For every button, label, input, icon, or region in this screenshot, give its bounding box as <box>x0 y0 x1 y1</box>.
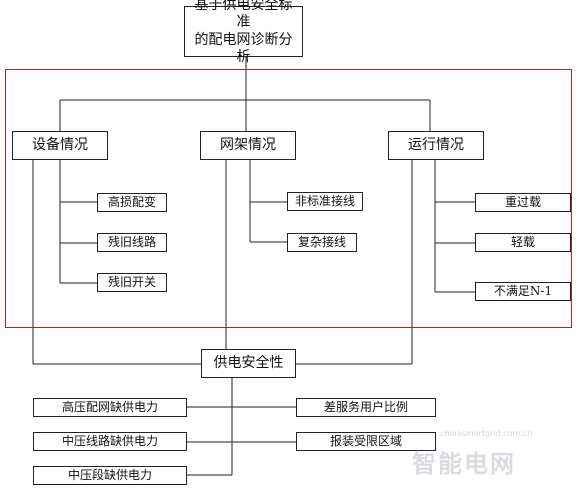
category-grid: 网架情况 <box>200 131 296 160</box>
security-right-item: 报装受限区域 <box>296 432 436 451</box>
watermark-logo: 智能电网 <box>412 450 516 478</box>
security-left-item: 高压配网缺供电力 <box>33 398 187 417</box>
security-left-item: 中压段缺供电力 <box>33 466 187 485</box>
security-left-item: 中压线路缺供电力 <box>33 432 187 451</box>
operation-item: 重过载 <box>475 193 571 212</box>
grid-item: 复杂接线 <box>287 233 357 252</box>
equipment-item: 高损配变 <box>97 193 167 212</box>
security-right-item: 差服务用户比例 <box>296 398 436 417</box>
equipment-item: 残旧线路 <box>97 233 167 252</box>
root-line-2: 的配电网诊断分析 <box>194 31 293 66</box>
security-node: 供电安全性 <box>201 349 296 378</box>
root-line-1: 基于供电安全标准 <box>194 0 293 30</box>
equipment-item: 残旧开关 <box>97 273 167 292</box>
grid-item: 非标准接线 <box>287 192 363 211</box>
highlight-frame <box>5 69 572 328</box>
operation-item: 轻载 <box>475 233 571 252</box>
watermark-url: chinasmartgrid.com.cn <box>440 429 533 438</box>
root-node: 基于供电安全标准 的配电网诊断分析 <box>184 0 303 65</box>
operation-item: 不满足N-1 <box>475 282 571 301</box>
category-operation: 运行情况 <box>388 131 484 160</box>
category-equipment: 设备情况 <box>12 131 108 160</box>
